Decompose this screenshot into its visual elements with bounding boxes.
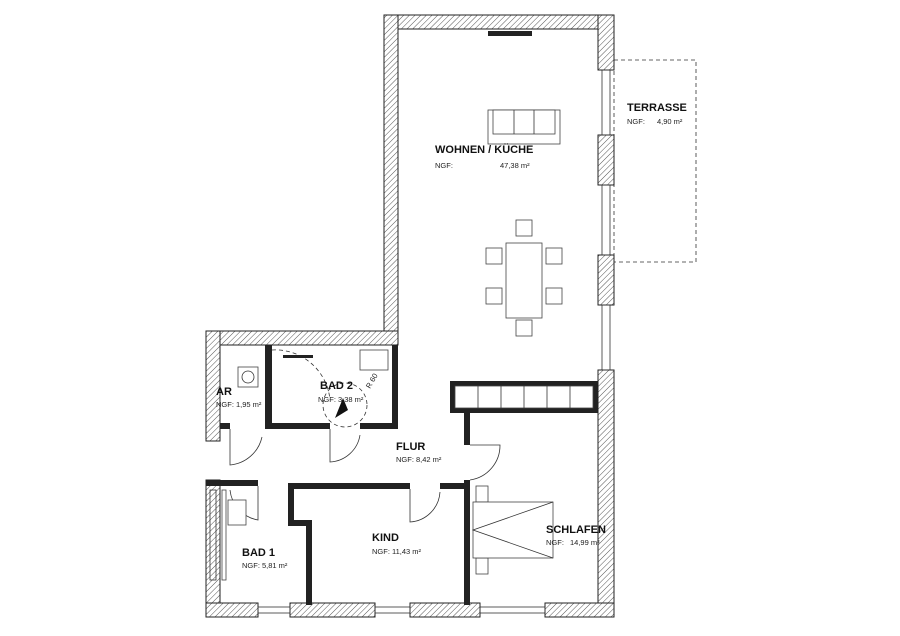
wall-flur-schlafen-1 — [464, 413, 470, 445]
room-terrasse-name: TERRASSE — [627, 102, 687, 114]
window — [374, 606, 411, 614]
room-flur-ngf: NGF: 8,42 m² — [396, 455, 442, 464]
wall-ar-bottom — [220, 423, 230, 429]
bathtub-edge — [221, 489, 227, 581]
room-bad2-ngf: NGF: 3,38 m² — [318, 395, 364, 404]
radiator — [488, 31, 532, 36]
turning-circle — [322, 382, 368, 428]
window — [209, 489, 217, 581]
room-flur-name: FLUR — [396, 441, 425, 453]
room-kind-ngf: NGF: 11,43 m² — [372, 547, 422, 556]
wall-living-left — [383, 14, 399, 346]
wall-bad1-kind-2 — [306, 520, 312, 605]
window — [601, 69, 611, 136]
wall-bad1-top — [206, 480, 258, 486]
window — [601, 304, 611, 371]
washing-machine — [237, 366, 259, 388]
wall-right-2 — [597, 134, 615, 186]
door-bad2 — [329, 429, 361, 463]
room-wohnen-area: 47,38 m² — [500, 161, 530, 170]
wall-top — [383, 14, 615, 30]
wall-kind-top-2 — [440, 483, 470, 489]
room-bad2-name: BAD 2 — [320, 380, 353, 392]
bed — [471, 485, 554, 575]
sofa — [487, 109, 561, 145]
wall-bad2-bottom-1 — [265, 423, 330, 429]
dining-table — [485, 219, 563, 337]
room-schlafen-name: SCHLAFEN — [546, 524, 606, 536]
room-ar-name: AR — [216, 386, 232, 398]
wall-ar-bad2 — [265, 345, 272, 429]
wall-right-1 — [597, 14, 615, 71]
wall-bad1-kind-step — [288, 520, 312, 526]
wall-kind-top-1 — [288, 483, 410, 489]
wall-left-upper — [205, 330, 221, 442]
room-kind-name: KIND — [372, 532, 399, 544]
interior-walls — [206, 345, 470, 605]
wall-bad2-bottom-2 — [360, 423, 398, 429]
room-bad2-marker: R 60 — [364, 372, 380, 390]
door-ar — [229, 429, 263, 466]
room-wohnen-ngf-label: NGF: — [435, 161, 453, 170]
room-schlafen-ngf-label: NGF: — [546, 538, 564, 547]
wall-bottom-2 — [289, 602, 376, 618]
wall-bottom-1 — [205, 602, 259, 618]
sink-bad1 — [227, 499, 247, 526]
terrace-outline — [613, 59, 697, 263]
room-schlafen-area: 14,99 m² — [570, 538, 600, 547]
wall-bad2-right — [392, 345, 398, 429]
towel-rail — [283, 355, 313, 358]
door-kind — [409, 489, 441, 523]
wall-kind-schlafen — [464, 480, 470, 605]
washing-machine-drum — [241, 370, 255, 384]
window — [257, 606, 291, 614]
wall-bottom-3 — [409, 602, 481, 618]
room-terrasse-ngf-label: NGF: — [627, 117, 645, 126]
exterior-walls — [205, 14, 615, 618]
wall-bad1-kind-1 — [288, 483, 294, 523]
door-swing-bad2 — [271, 349, 331, 401]
arrow-icon — [335, 398, 348, 418]
furniture — [221, 109, 598, 581]
room-terrasse-area: 4,90 m² — [657, 117, 683, 126]
door-schlafen — [469, 444, 501, 481]
wall-bottom-4 — [544, 602, 615, 618]
sink-bad2 — [359, 349, 389, 371]
window — [479, 606, 546, 614]
kitchen-cabinets — [454, 385, 594, 409]
window — [601, 184, 611, 256]
wall-right-3 — [597, 254, 615, 306]
wall-lower-top — [205, 330, 399, 346]
room-bad1-name: BAD 1 — [242, 547, 275, 559]
wall-left-lower — [205, 479, 221, 618]
room-wohnen-name: WOHNEN / KÜCHE — [435, 143, 533, 156]
windows — [209, 31, 611, 614]
room-bad1-ngf: NGF: 5,81 m² — [242, 561, 288, 570]
wall-right-4 — [597, 369, 615, 618]
room-ar-ngf: NGF: 1,95 m² — [216, 400, 262, 409]
